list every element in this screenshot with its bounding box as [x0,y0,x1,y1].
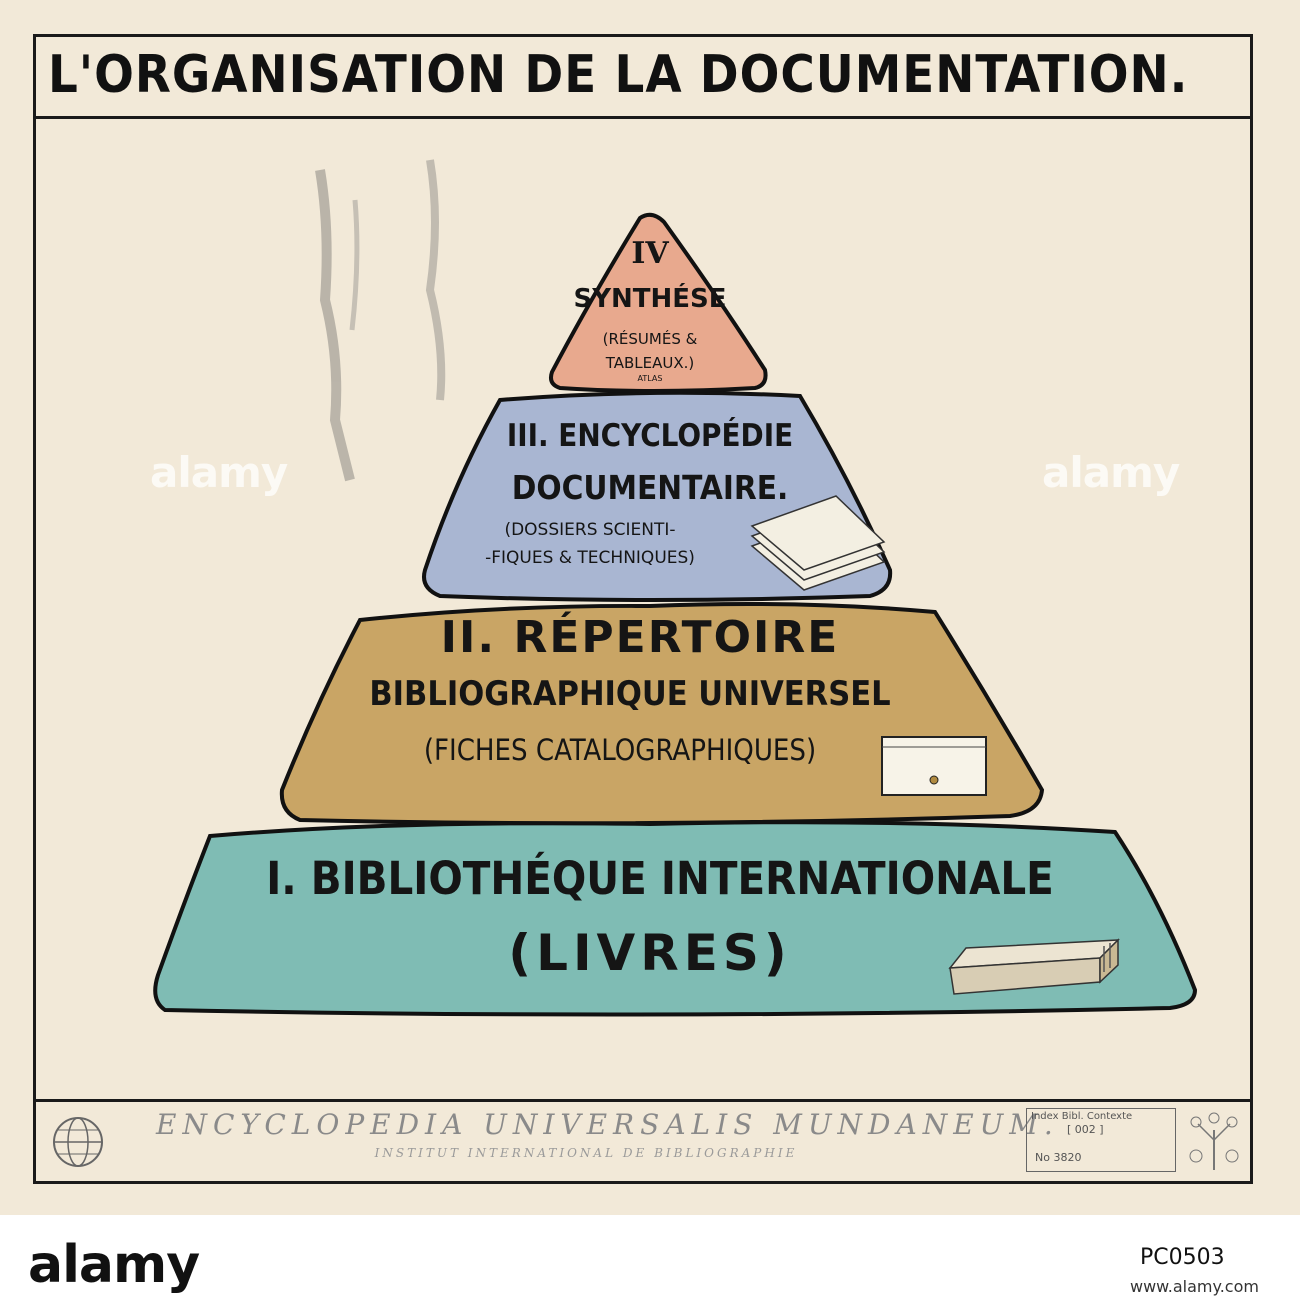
tier-4-note-3: ATLAS [637,374,663,383]
poster-title: L'ORGANISATION DE LA DOCUMENTATION. [48,45,1189,105]
tier-3-line-1: III. ENCYCLOPÉDIE [506,418,794,454]
footer-code-box: Index Bibl. Contexte [ 002 ] No 3820 [1026,1108,1176,1172]
tier-3-note-1: (DOSSIERS SCIENTI- [504,520,676,540]
pyramid-diagram [153,159,1198,1017]
watermark-right: alamy [1042,448,1180,497]
footer-code-2: [ 002 ] [1067,1123,1104,1136]
tier-3-line-2: DOCUMENTAIRE. [511,468,789,507]
tier-2-line-3: (FICHES CATALOGRAPHIQUES) [423,733,817,767]
catalog-card-icon [881,736,987,796]
title-bar: L'ORGANISATION DE LA DOCUMENTATION. [36,37,1250,119]
tier-4-numeral: IV [631,236,669,271]
book-icon [948,938,1120,995]
ink-smudges [315,159,446,482]
footer-sub-text: INSTITUT INTERNATIONAL DE BIBLIOGRAPHIE [374,1146,798,1160]
image-id: PC0503 [1140,1245,1225,1270]
footer-main-text: ENCYCLOPEDIA UNIVERSALIS MUNDANEUM. [156,1108,1059,1141]
poster: L'ORGANISATION DE LA DOCUMENTATION. ENCY… [0,0,1300,1215]
tier-1-line-1: I. BIBLIOTHÉQUE INTERNATIONALE [266,852,1054,905]
watermark-bar: alamy PC0503 www.alamy.com [0,1215,1300,1307]
tier-2-line-2: BIBLIOGRAPHIQUE UNIVERSEL [369,674,891,714]
brand-logo: alamy [28,1235,200,1295]
tier-2-shape [279,602,1045,826]
tier-4-note-2: TABLEAUX.) [605,354,695,372]
tier-2-line-1: II. RÉPERTOIRE [440,612,840,663]
tier-4-note-1: (RÉSUMÉS & [602,330,698,348]
watermark-left: alamy [150,448,288,497]
footer-code-3: No 3820 [1035,1151,1082,1164]
tier-3-note-2: -FIQUES & TECHNIQUES) [485,548,695,568]
tier-4-shape [549,212,768,393]
tier-4-name: SYNTHÉSE [573,284,727,314]
folders-icon [750,495,886,591]
tier-1-line-2: (LIVRES) [508,924,792,982]
footer-code-1: Index Bibl. Contexte [1031,1111,1133,1122]
footer-bar: ENCYCLOPEDIA UNIVERSALIS MUNDANEUM. INST… [36,1099,1250,1181]
globe-icon [53,1117,103,1167]
tree-emblem-icon [1189,1112,1239,1170]
poster-frame: L'ORGANISATION DE LA DOCUMENTATION. ENCY… [33,34,1253,1184]
brand-url: www.alamy.com [1130,1277,1259,1296]
